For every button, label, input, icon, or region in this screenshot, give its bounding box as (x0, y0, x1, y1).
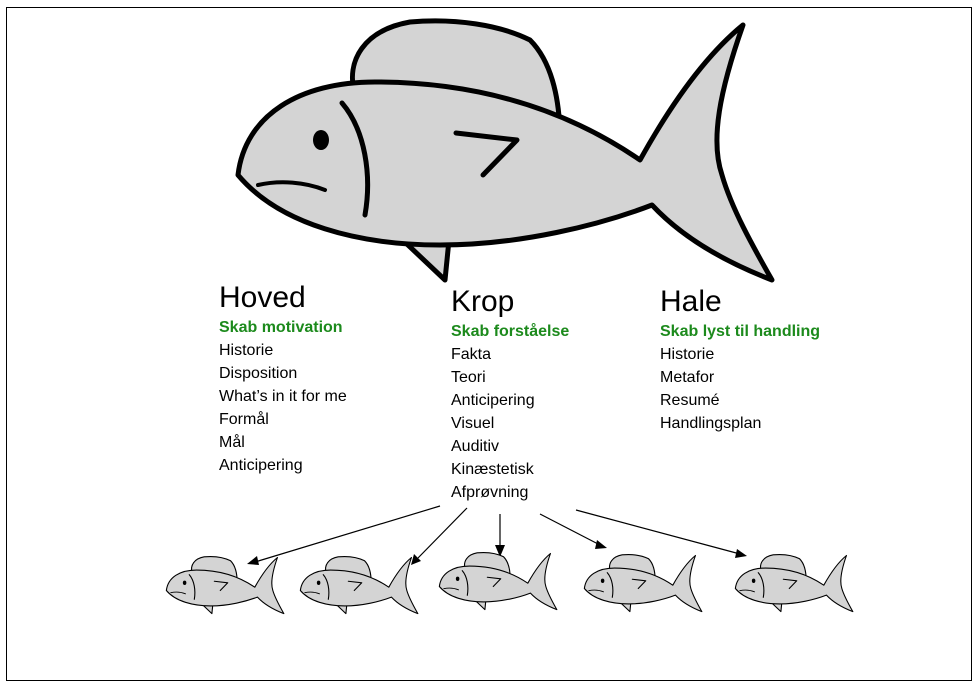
section-subtitle: Skab lyst til handling (660, 321, 820, 343)
section-krop: Krop Skab forståelse Fakta Teori Anticip… (451, 285, 569, 504)
section-heading: Krop (451, 285, 569, 319)
list-item: Handlingsplan (660, 412, 820, 435)
section-hoved: Hoved Skab motivation Historie Dispositi… (219, 281, 347, 477)
list-item: Teori (451, 366, 569, 389)
small-fish-1 (166, 557, 283, 614)
list-item: Afprøvning (451, 481, 569, 504)
section-hale: Hale Skab lyst til handling Historie Met… (660, 285, 820, 435)
list-item: Resumé (660, 389, 820, 412)
small-fish-2 (300, 557, 417, 614)
list-item: Anticipering (219, 454, 347, 477)
small-fish-3 (439, 553, 556, 610)
list-item: Anticipering (451, 389, 569, 412)
arrowhead-1 (247, 556, 259, 565)
list-item: Disposition (219, 362, 347, 385)
section-subtitle: Skab forståelse (451, 321, 569, 343)
list-item: Fakta (451, 343, 569, 366)
list-item: Visuel (451, 412, 569, 435)
section-subtitle: Skab motivation (219, 317, 347, 339)
list-item: Historie (219, 339, 347, 362)
list-item: Mål (219, 431, 347, 454)
list-item: Metafor (660, 366, 820, 389)
list-item: Historie (660, 343, 820, 366)
small-fish-5 (735, 555, 852, 612)
section-heading: Hoved (219, 281, 347, 315)
list-item: Auditiv (451, 435, 569, 458)
small-fish-4 (584, 555, 701, 612)
arrowhead-5 (735, 549, 747, 558)
list-item: What’s in it for me (219, 385, 347, 408)
section-heading: Hale (660, 285, 820, 319)
arrow-2 (418, 508, 467, 558)
arrow-4 (540, 514, 600, 545)
list-item: Kinæstetisk (451, 458, 569, 481)
arrow-1 (255, 506, 440, 562)
big-fish (238, 21, 772, 280)
arrowhead-4 (595, 540, 607, 549)
arrows (255, 506, 740, 562)
list-item: Formål (219, 408, 347, 431)
